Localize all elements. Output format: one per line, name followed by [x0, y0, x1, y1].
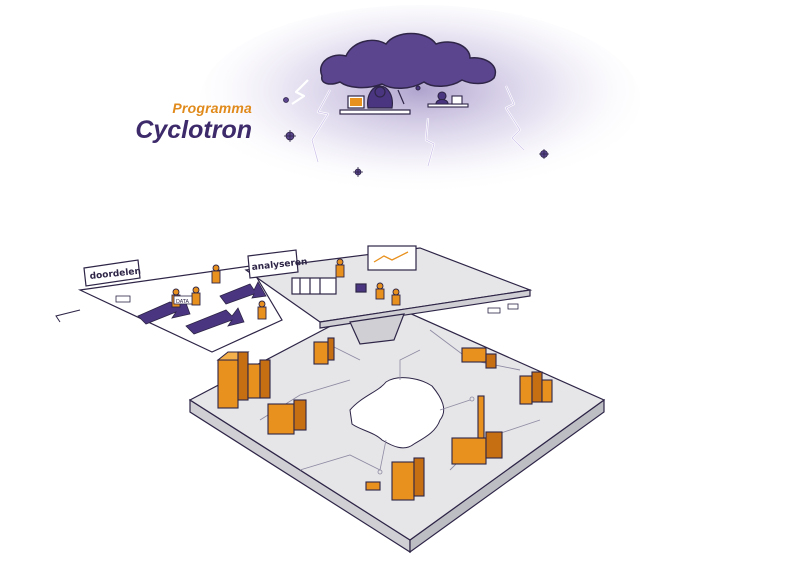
city-platform: [188, 299, 606, 554]
dashboard-screen: [367, 245, 417, 271]
sign-analyseren: analyseren: [247, 249, 308, 279]
data-platform: [55, 245, 533, 353]
sign-doordelen: doordelen: [83, 259, 141, 287]
netherlands-map-icon: [349, 377, 445, 449]
city-buildings: [216, 337, 553, 501]
hooded-figure-laptop-icon: [339, 85, 411, 115]
container-building: [461, 347, 487, 363]
office-building: [391, 461, 415, 501]
small-hacker-icon: [415, 85, 469, 108]
data-package-label: DATA: [176, 299, 189, 305]
purple-haze: [200, 5, 640, 195]
program-title: Programma Cyclotron: [112, 100, 252, 144]
program-name: Cyclotron: [135, 116, 252, 144]
tower-building: [217, 359, 239, 409]
warehouse-building: [267, 403, 295, 435]
data-package: DATA: [173, 295, 193, 305]
storm-cloud-icon: [319, 32, 497, 89]
factory-building: [451, 437, 487, 465]
program-subtitle: Programma: [172, 100, 252, 116]
